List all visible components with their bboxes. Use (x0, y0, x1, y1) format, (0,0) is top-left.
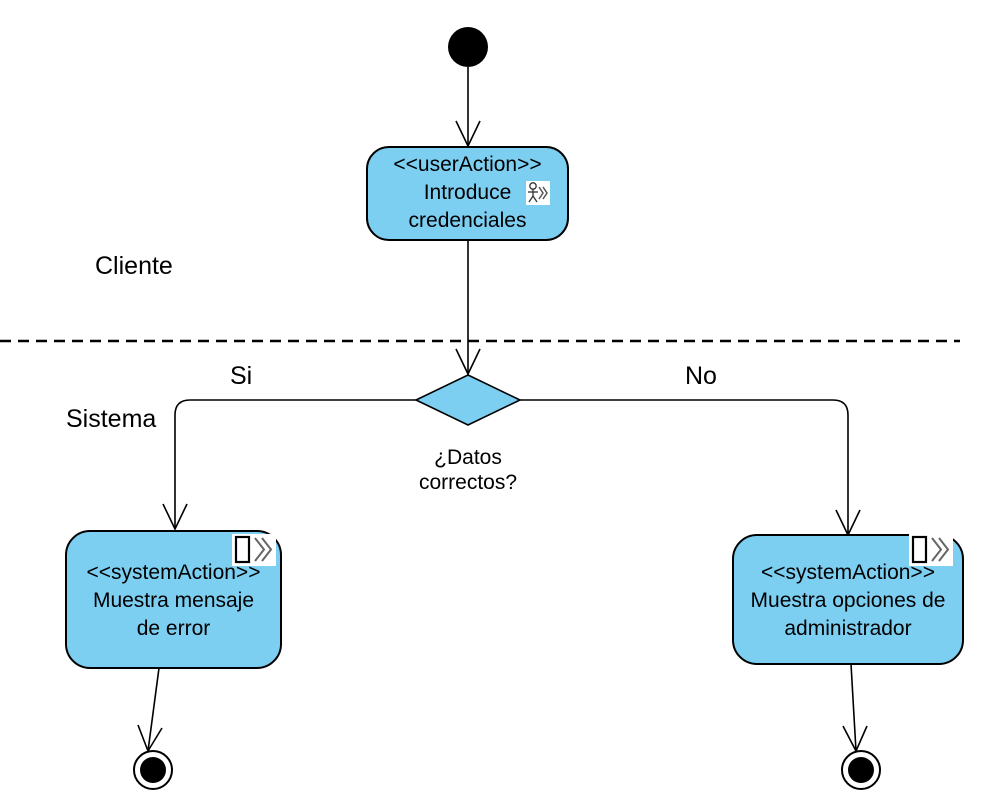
initial-node (448, 27, 488, 67)
admin-action-node (732, 534, 964, 665)
decision-question-line1: ¿Datos (434, 446, 502, 469)
admin-action-line1: Muestra opciones de (750, 589, 946, 612)
error-action-line1: Muestra mensaje (92, 589, 255, 612)
lane-label-sistema: Sistema (66, 405, 157, 433)
final-node-error (133, 750, 173, 790)
flow-decision-to-error (162, 399, 416, 531)
admin-action-text: <<systemAction>> Muestra opciones de adm… (733, 559, 963, 643)
decision-question: ¿Datos correctos? (388, 445, 548, 495)
error-action-stereotype: <<systemAction>> (86, 561, 261, 584)
flow-decision-to-admin (520, 399, 861, 537)
error-action-line2: de error (136, 617, 211, 640)
error-action-node (65, 530, 282, 669)
admin-action-stereotype: <<systemAction>> (761, 561, 935, 584)
system-action-icon (909, 534, 953, 566)
user-action-text: <<userAction>> Introduce credenciales (367, 151, 568, 235)
user-action-stereotype: <<userAction>> (393, 153, 542, 176)
decision-question-line2: correctos? (418, 471, 518, 494)
user-action-line2: credenciales (408, 209, 527, 232)
decision-node (414, 374, 522, 426)
system-action-icon (232, 534, 276, 566)
flow-admin-to-final (842, 663, 868, 753)
user-action-line1: Introduce (423, 181, 512, 204)
flow-start-to-user-action (455, 67, 481, 148)
branch-label-no: No (685, 362, 717, 390)
admin-action-line2: administrador (784, 617, 912, 640)
flow-error-to-final (137, 667, 163, 753)
user-action-icon (526, 181, 550, 205)
flow-user-action-to-decision (455, 240, 481, 376)
error-action-text: <<systemAction>> Muestra mensaje de erro… (66, 559, 281, 643)
final-node-admin (841, 750, 881, 790)
lane-label-cliente: Cliente (95, 252, 173, 280)
branch-label-si: Si (230, 362, 253, 390)
